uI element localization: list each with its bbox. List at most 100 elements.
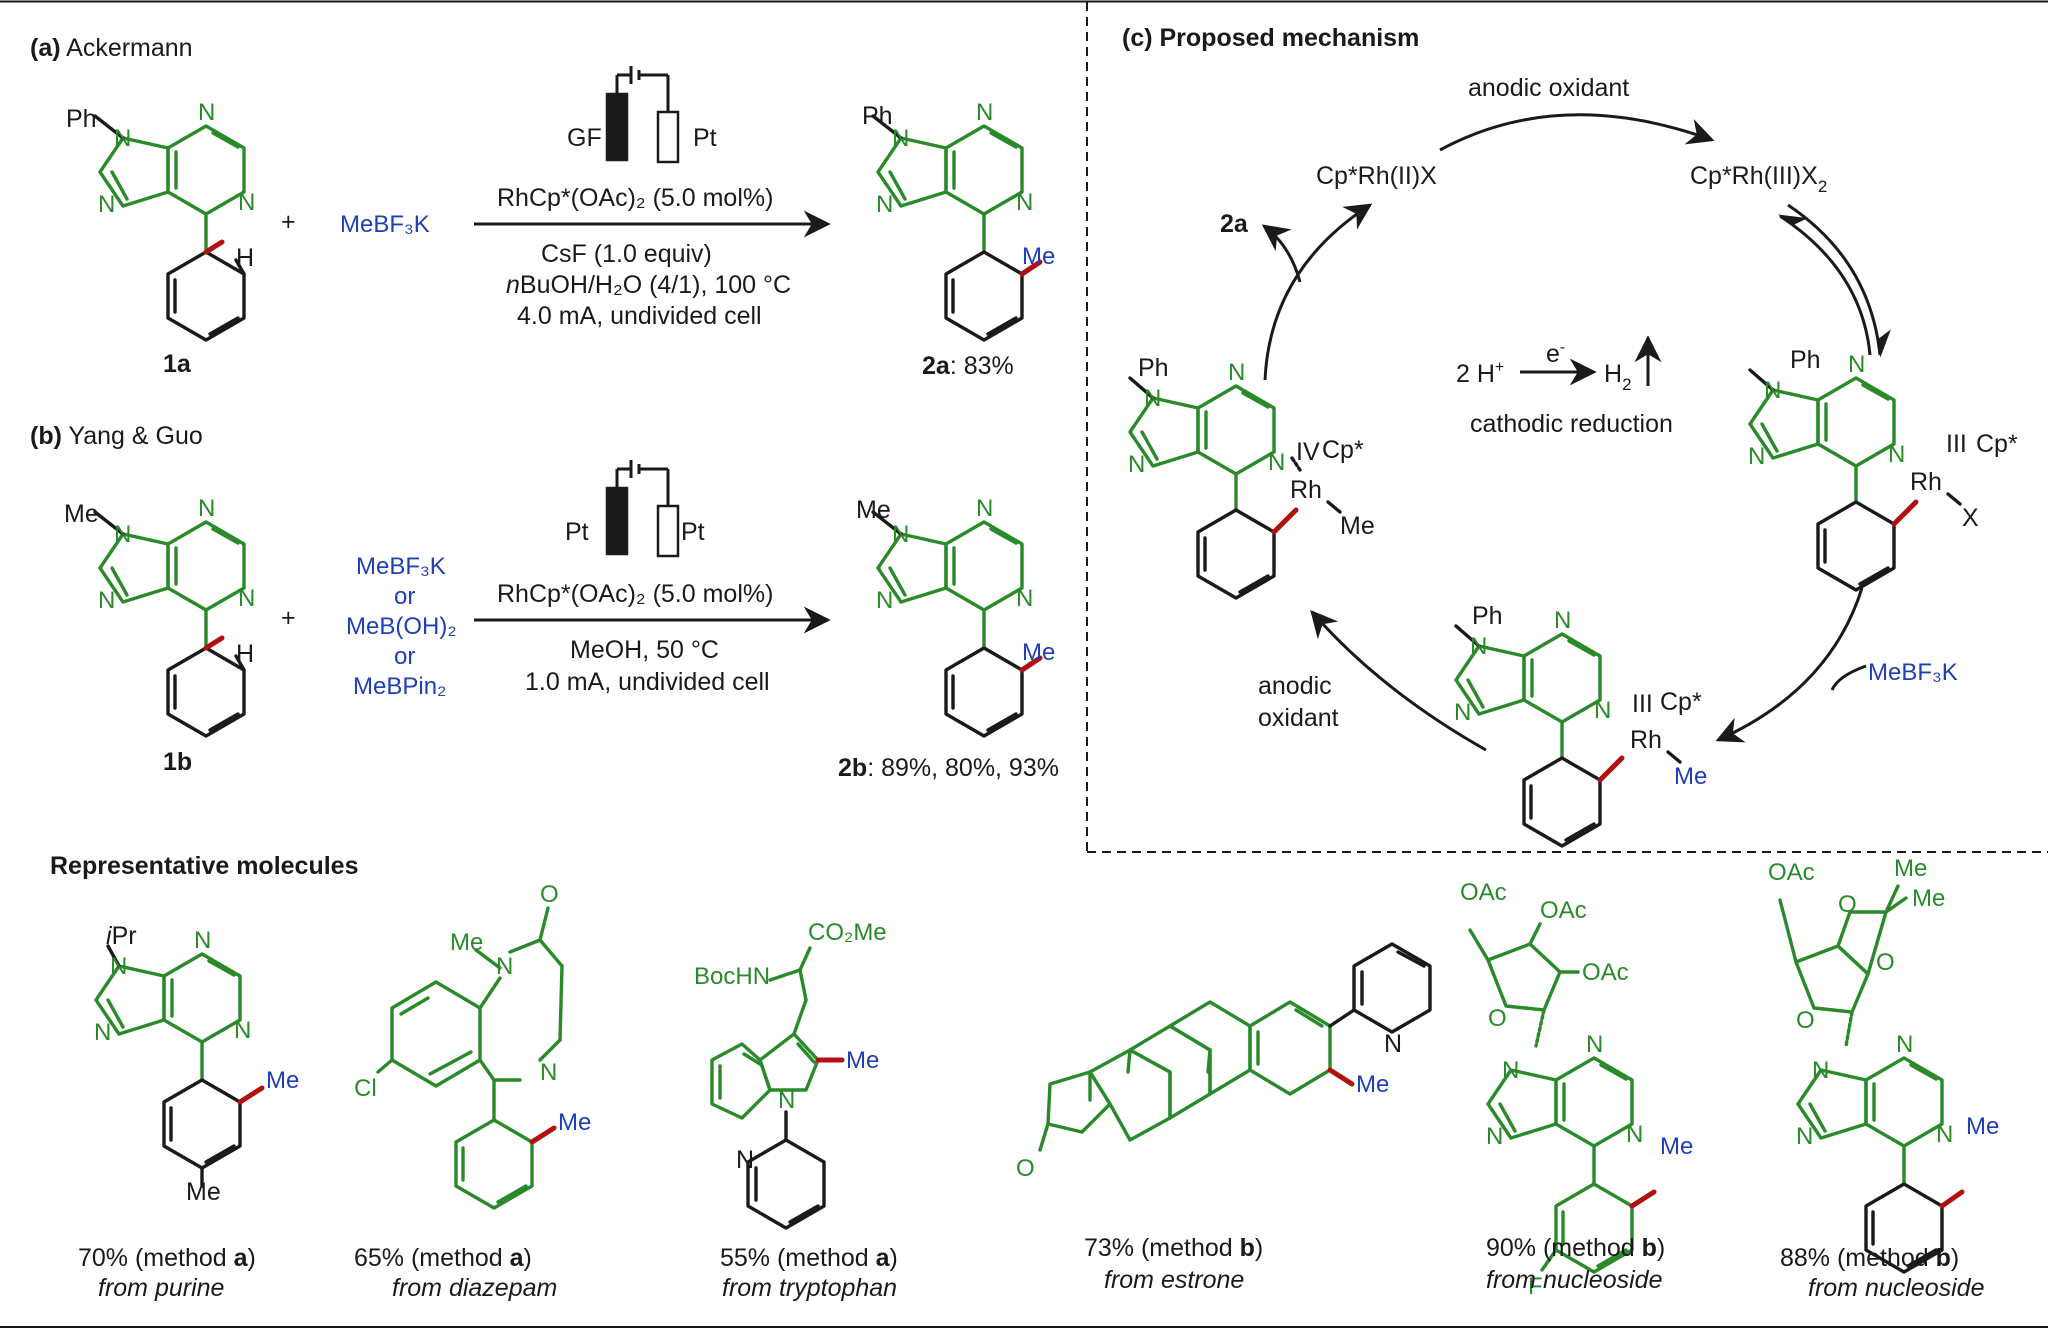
atom-n9: N bbox=[892, 125, 909, 152]
atom-n1: N bbox=[1554, 607, 1571, 634]
conditions-a-solvent: nBuOH/H₂O (4/1), 100 °C bbox=[506, 271, 791, 299]
molecule-nucleoside-1: OAc OAc OAc O N N N N Me F bbox=[1460, 879, 1693, 1300]
cathodic-reduction: cathodic reduction bbox=[1470, 410, 1673, 438]
reagent-b-2: MeB(OH)₂ bbox=[346, 613, 457, 640]
reagents-b: MeBF₃K or MeB(OH)₂ or MeBPin₂ bbox=[346, 553, 457, 700]
mol3-n-indole: N bbox=[778, 1087, 795, 1114]
cathode-label-b: Pt bbox=[681, 518, 705, 546]
atom-n1: N bbox=[198, 99, 215, 126]
mol3-bochn: BocHN bbox=[694, 963, 770, 990]
mol3-co2me: CO₂Me bbox=[808, 919, 887, 946]
product-2b-me: Me bbox=[1022, 639, 1055, 666]
atom-n7: N bbox=[98, 587, 115, 614]
atom-n: N bbox=[1936, 1121, 1953, 1148]
reagent-a: MeBF₃K bbox=[340, 211, 430, 238]
substrate-1a-ph: Ph bbox=[66, 105, 97, 133]
atom-n3: N bbox=[1888, 441, 1905, 468]
caption-4-yield: 73% (method b) bbox=[1084, 1234, 1263, 1262]
atom-n1: N bbox=[976, 495, 993, 522]
mol5-me: Me bbox=[1660, 1133, 1693, 1160]
caption-4-source: from estrone bbox=[1104, 1266, 1244, 1294]
substrate-1b-label: 1b bbox=[163, 748, 192, 776]
reagent-b-1: MeBF₃K bbox=[356, 553, 446, 580]
reagent-b-or-1: or bbox=[394, 583, 415, 610]
int-iii-x-ph: Ph bbox=[1790, 346, 1821, 374]
plus-b: + bbox=[281, 604, 296, 632]
caption-5-source: from nucleoside bbox=[1486, 1266, 1662, 1294]
atom-n: N bbox=[94, 1019, 111, 1046]
conditions-b-catalyst: RhCp*(OAc)₂ (5.0 mol%) bbox=[497, 580, 773, 608]
atom-n1: N bbox=[976, 99, 993, 126]
atom-n9: N bbox=[114, 521, 131, 548]
caption-5: 90% (method b) from nucleoside bbox=[1486, 1234, 1665, 1294]
conditions-b-current: 1.0 mA, undivided cell bbox=[525, 668, 770, 696]
atom-n: N bbox=[1812, 1057, 1829, 1084]
rh3-species: Cp*Rh(III)X2 bbox=[1690, 162, 1827, 196]
mol5-f: F bbox=[1528, 1273, 1543, 1300]
hydrogen: H2 bbox=[1604, 360, 1632, 394]
caption-2-source: from diazepam bbox=[392, 1274, 557, 1302]
mol6-me1: Me bbox=[1894, 855, 1927, 882]
atom-n7: N bbox=[98, 191, 115, 218]
mol6-me-aryl: Me bbox=[1966, 1113, 1999, 1140]
product-2b-me-n: Me bbox=[856, 496, 891, 524]
cathode-label-a: Pt bbox=[693, 124, 717, 152]
intermediate-rh-iii-x: Ph N N N N III Cp* Rh X bbox=[1748, 346, 2018, 592]
atom-n3: N bbox=[238, 189, 255, 216]
reagent-c: MeBF₃K bbox=[1868, 659, 1958, 686]
atom-n7: N bbox=[1454, 699, 1471, 726]
plus-a: + bbox=[281, 208, 296, 236]
intermediate-rh-iv: Ph N N N N IV Cp* Rh Me bbox=[1128, 354, 1375, 600]
cycle-arrow-left-up bbox=[1263, 203, 1373, 381]
cycle-arrow-right-down bbox=[1715, 587, 1864, 743]
electron: e- bbox=[1546, 339, 1565, 368]
anode-label-b: Pt bbox=[565, 518, 589, 546]
mol6-o2: O bbox=[1876, 949, 1895, 976]
caption-2-yield: 65% (method a) bbox=[354, 1244, 532, 1272]
product-2b: Me N N N N Me 2b: 89%, 80%, 93% bbox=[838, 495, 1059, 782]
atom-n1: N bbox=[1228, 359, 1245, 386]
conditions-a-base: CsF (1.0 equiv) bbox=[541, 240, 712, 268]
int-iii-me-me: Me bbox=[1674, 763, 1707, 790]
representative-title: Representative molecules bbox=[50, 852, 358, 880]
atom-n3: N bbox=[238, 585, 255, 612]
atom-n7: N bbox=[876, 587, 893, 614]
panel-a: (a) Ackermann Ph N N N N bbox=[30, 34, 1055, 380]
cycle-arrow-top bbox=[1439, 113, 1715, 152]
released-product: 2a bbox=[1220, 210, 1249, 238]
panel-b: (b) Yang & Guo Me N N N N H 1b + MeBF₃K … bbox=[30, 422, 1059, 782]
atom-n3: N bbox=[1016, 189, 1033, 216]
mol3-n-pyridine: N bbox=[736, 1146, 754, 1174]
mol1-ipr: iPr bbox=[106, 922, 137, 950]
representative-molecules: Representative molecules iPr N N N N Me … bbox=[50, 852, 1999, 1302]
int-iv-me: Me bbox=[1340, 512, 1375, 540]
panel-b-heading: (b) Yang & Guo bbox=[30, 422, 203, 450]
caption-2: 65% (method a) from diazepam bbox=[354, 1244, 557, 1302]
panel-c-title: (c) Proposed mechanism bbox=[1122, 24, 1419, 52]
mol3-me: Me bbox=[846, 1047, 879, 1074]
atom-n: N bbox=[234, 1017, 251, 1044]
atom-n: N bbox=[1586, 1031, 1603, 1058]
int-iv-ox: IV bbox=[1296, 438, 1320, 466]
equilibrium-reverse bbox=[1777, 214, 1872, 356]
molecule-tryptophan: CO₂Me BocHN Me N N bbox=[694, 919, 887, 1230]
electrode-setup-b: Pt Pt bbox=[565, 460, 705, 558]
panel-a-heading: (a) Ackermann bbox=[30, 34, 193, 62]
product-2a-yield: 2a: 83% bbox=[922, 352, 1014, 380]
atom-n7: N bbox=[1748, 443, 1765, 470]
atom-n: N bbox=[1896, 1031, 1913, 1058]
int-iii-me-ph: Ph bbox=[1472, 602, 1503, 630]
conditions-b-solvent: MeOH, 50 °C bbox=[570, 636, 719, 664]
mol2-me: Me bbox=[558, 1109, 591, 1136]
conditions-a-current: 4.0 mA, undivided cell bbox=[517, 302, 762, 330]
int-iii-x-ox: III bbox=[1946, 430, 1967, 458]
atom-n: N bbox=[1796, 1123, 1813, 1150]
product-2a: Ph N N N N Me 2a: 83% bbox=[862, 99, 1055, 380]
int-iii-me-rh: Rh bbox=[1630, 726, 1662, 754]
conditions-a-catalyst: RhCp*(OAc)₂ (5.0 mol%) bbox=[497, 184, 773, 212]
int-iv-cp: Cp* bbox=[1322, 436, 1364, 464]
atom-n1: N bbox=[198, 495, 215, 522]
mol6-oac: OAc bbox=[1768, 859, 1815, 886]
caption-3-yield: 55% (method a) bbox=[720, 1244, 898, 1272]
atom-n3: N bbox=[1594, 697, 1611, 724]
